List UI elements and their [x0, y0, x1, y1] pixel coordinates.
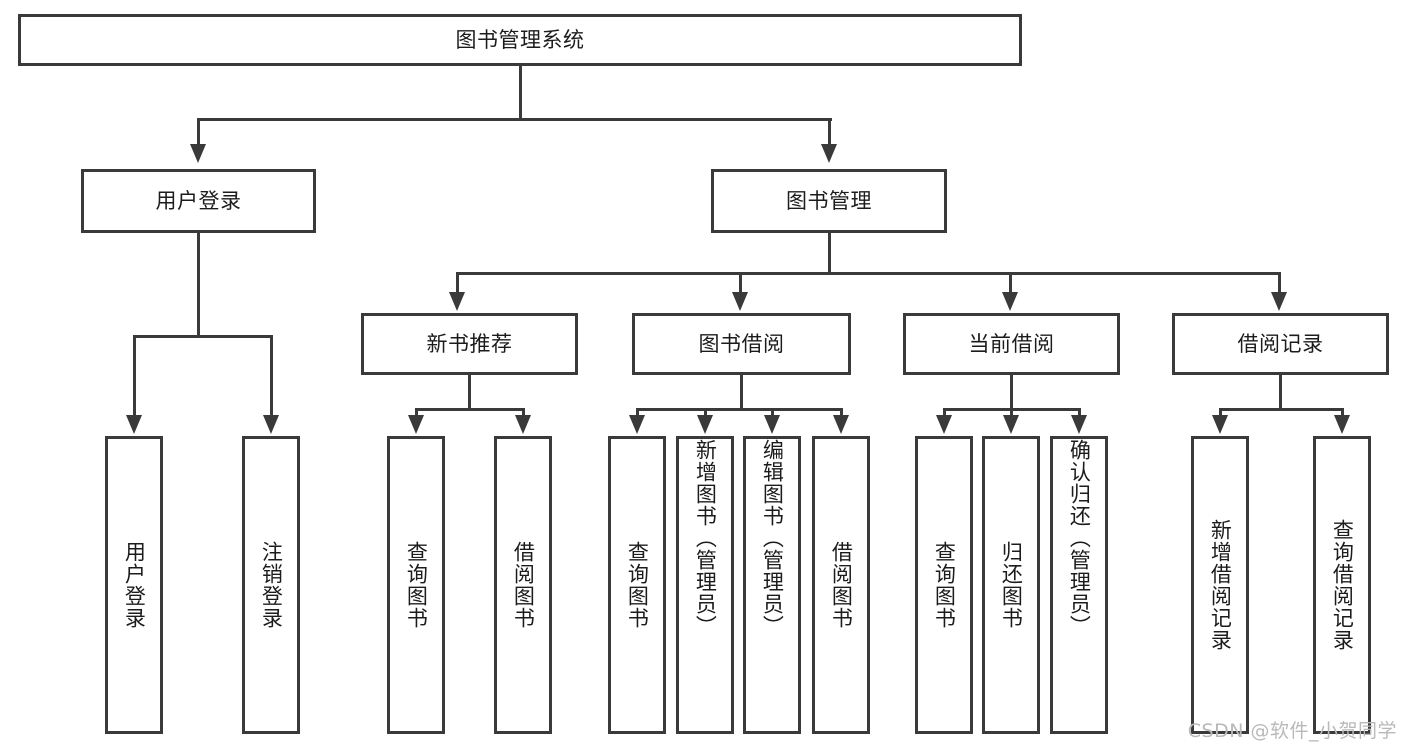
connector-book-management-stem: [828, 233, 831, 272]
node-label: 编辑图书（管理员）: [760, 439, 785, 637]
connector-new-book-stem: [468, 375, 471, 408]
connector-user-login-bar: [133, 335, 273, 338]
leaf-query-book-new[interactable]: 查询图书: [387, 436, 445, 734]
arrow-bm-to-borrow-record: [1271, 292, 1287, 311]
leaf-confirm-return-admin[interactable]: 确认归还（管理员）: [1050, 436, 1108, 734]
connector-root-to-book-management: [828, 118, 831, 146]
node-label: 查询借阅记录: [1330, 519, 1355, 651]
arrow-new-book-to-leaf-1: [408, 415, 424, 434]
connector-bb-to-leaf-2: [704, 408, 707, 417]
arrow-bb-to-leaf-3: [764, 415, 780, 434]
node-book-borrow[interactable]: 图书借阅: [632, 313, 851, 375]
connector-root-to-user-login: [197, 118, 200, 146]
connector-borrow-record-bar: [1219, 408, 1344, 411]
node-current-borrow[interactable]: 当前借阅: [903, 313, 1120, 375]
connector-user-login-to-leaf-2: [270, 335, 273, 417]
leaf-borrow-book-new[interactable]: 借阅图书: [494, 436, 552, 734]
connector-br-to-leaf-2: [1341, 408, 1344, 417]
arrow-bb-to-leaf-4: [833, 415, 849, 434]
leaf-query-borrow-record[interactable]: 查询借阅记录: [1313, 436, 1371, 734]
connector-user-login-stem: [197, 233, 200, 335]
node-book-management[interactable]: 图书管理: [711, 169, 947, 233]
arrow-bb-to-leaf-2: [697, 415, 713, 434]
leaf-borrow-book-borrow[interactable]: 借阅图书: [812, 436, 870, 734]
node-label: 新增图书（管理员）: [693, 439, 718, 637]
connector-book-management-bar: [456, 272, 1281, 275]
arrow-br-to-leaf-1: [1212, 415, 1228, 434]
connector-cb-to-leaf-3: [1078, 408, 1081, 417]
connector-book-borrow-bar: [636, 408, 843, 411]
connector-bb-to-leaf-1: [636, 408, 639, 417]
arrow-cb-to-leaf-3: [1071, 415, 1087, 434]
node-user-login[interactable]: 用户登录: [81, 169, 316, 233]
node-label: 新书推荐: [426, 331, 513, 356]
connector-cb-to-leaf-1: [943, 408, 946, 417]
connector-root-stem: [519, 66, 522, 118]
connector-new-book-to-leaf-2: [522, 408, 525, 417]
leaf-logout[interactable]: 注销登录: [242, 436, 300, 734]
connector-bb-to-leaf-3: [771, 408, 774, 417]
node-borrow-record[interactable]: 借阅记录: [1172, 313, 1389, 375]
leaf-query-book-current[interactable]: 查询图书: [915, 436, 973, 734]
node-label: 借阅图书: [511, 541, 536, 629]
arrow-bm-to-book-borrow: [732, 292, 748, 311]
leaf-edit-book-admin[interactable]: 编辑图书（管理员）: [743, 436, 801, 734]
node-label: 归还图书: [999, 541, 1024, 629]
leaf-add-book-admin[interactable]: 新增图书（管理员）: [676, 436, 734, 734]
node-label: 借阅记录: [1237, 331, 1324, 356]
node-label: 查询图书: [404, 541, 429, 629]
node-label: 用户登录: [155, 188, 242, 213]
node-new-book-recommend[interactable]: 新书推荐: [361, 313, 578, 375]
arrow-user-login-to-leaf-2: [263, 415, 279, 434]
node-label: 图书管理: [786, 188, 872, 213]
arrow-bb-to-leaf-1: [629, 415, 645, 434]
node-label: 用户登录: [122, 541, 147, 629]
arrow-root-to-user-login: [190, 144, 206, 163]
arrow-user-login-to-leaf-1: [126, 415, 142, 434]
connector-user-login-to-leaf-1: [133, 335, 136, 417]
connector-bb-to-leaf-4: [840, 408, 843, 417]
arrow-bm-to-new-book: [449, 292, 465, 311]
connector-borrow-record-stem: [1279, 375, 1282, 408]
node-label: 借阅图书: [829, 541, 854, 629]
leaf-query-book-borrow[interactable]: 查询图书: [608, 436, 666, 734]
arrow-bm-to-current-borrow: [1002, 292, 1018, 311]
connector-new-book-to-leaf-1: [415, 408, 418, 417]
node-label: 新增借阅记录: [1208, 519, 1233, 651]
leaf-add-borrow-record[interactable]: 新增借阅记录: [1191, 436, 1249, 734]
connector-bm-to-new-book: [456, 272, 459, 294]
connector-current-borrow-stem: [1010, 375, 1013, 408]
connector-book-borrow-stem: [740, 375, 743, 408]
arrow-br-to-leaf-2: [1334, 415, 1350, 434]
connector-bm-to-book-borrow: [739, 272, 742, 294]
leaf-user-login[interactable]: 用户登录: [105, 436, 163, 734]
connector-bm-to-current-borrow: [1009, 272, 1012, 294]
node-root-book-management-system[interactable]: 图书管理系统: [18, 14, 1022, 66]
arrow-cb-to-leaf-2: [1003, 415, 1019, 434]
connector-new-book-bar: [415, 408, 525, 411]
connector-cb-to-leaf-2: [1010, 408, 1013, 417]
connector-br-to-leaf-1: [1219, 408, 1222, 417]
arrow-cb-to-leaf-1: [936, 415, 952, 434]
connector-root-bar: [198, 118, 832, 121]
leaf-return-book[interactable]: 归还图书: [982, 436, 1040, 734]
node-label: 图书管理系统: [455, 27, 585, 52]
arrow-new-book-to-leaf-2: [515, 415, 531, 434]
arrow-root-to-book-management: [821, 144, 837, 163]
node-label: 查询图书: [625, 541, 650, 629]
node-label: 图书借阅: [698, 331, 785, 356]
node-label: 当前借阅: [968, 331, 1055, 356]
node-label: 查询图书: [932, 541, 957, 629]
node-label: 确认归还（管理员）: [1067, 439, 1092, 637]
connector-bm-to-borrow-record: [1278, 272, 1281, 294]
node-label: 注销登录: [259, 541, 284, 629]
